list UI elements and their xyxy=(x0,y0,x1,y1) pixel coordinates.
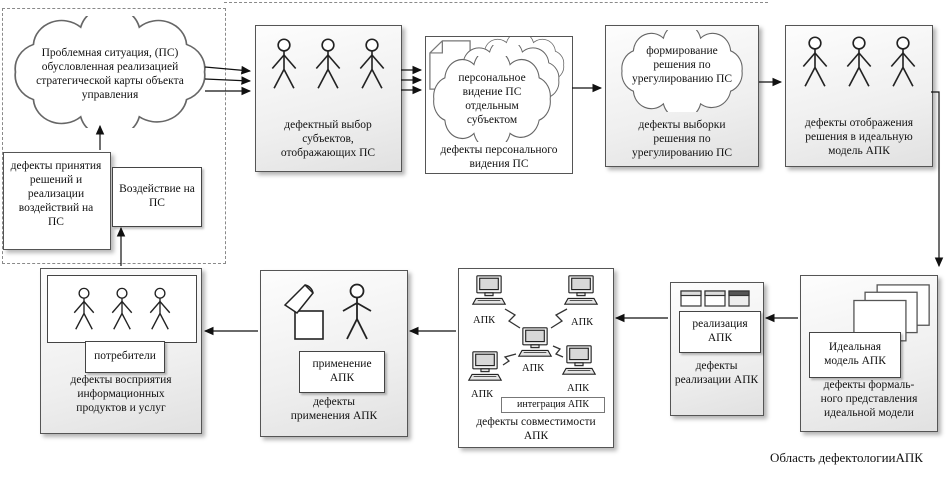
decision-defects-text: дефекты принятия решений и реализации во… xyxy=(10,160,102,229)
subject-selection-text: дефектный выбор субъектов, отображающих … xyxy=(280,119,376,160)
person-icon xyxy=(342,283,372,340)
application-icons xyxy=(283,283,372,340)
computer-icon xyxy=(564,275,598,305)
computer-icon xyxy=(468,351,502,381)
person-icon xyxy=(797,34,833,90)
decision-region-border xyxy=(2,8,226,264)
apk-label: АПК xyxy=(567,383,590,394)
subject-selection-node: дефектный выбор субъектов, отображающих … xyxy=(255,25,402,172)
apk-label: АПК xyxy=(473,315,496,326)
implementation-label: реализация АПК xyxy=(679,311,761,353)
ideal-model-defects-text: дефекты формаль- ного представления идеа… xyxy=(805,378,933,420)
lightning-icon xyxy=(550,308,568,329)
megaphone-icon xyxy=(283,283,315,315)
personal-vision-defects-text: дефекты персонального видения ПС xyxy=(440,144,558,171)
ideal-model-label: Идеальная модель АПК xyxy=(809,332,901,378)
person-icon xyxy=(885,34,921,90)
problem-situation-text: Проблемная ситуация, (ПС) обусловленная … xyxy=(36,47,184,102)
implementation-defects-text: дефекты реализации АПК xyxy=(674,360,759,387)
person-icon xyxy=(145,284,175,334)
application-defects-text: дефекты применения АПК xyxy=(290,396,378,423)
person-icon xyxy=(69,284,99,334)
implementation-node: реализация АПК дефекты реализации АПК xyxy=(670,282,764,416)
computer-icon xyxy=(518,327,552,357)
impact-box: Воздействие на ПС xyxy=(112,167,202,227)
board-icon xyxy=(294,310,324,340)
computer-icon xyxy=(472,275,506,305)
integration-label: интеграция АПК xyxy=(501,397,605,413)
subjects-figures xyxy=(266,36,390,92)
mapping-figures xyxy=(797,34,921,90)
resolution-node: формирование решения по урегулированию П… xyxy=(605,25,759,167)
integration-diagram: АПК АПК АПК АПК АПК xyxy=(468,275,598,400)
personal-vision-text: персональное видение ПС отдельным субъек… xyxy=(458,72,526,127)
apk-label: АПК xyxy=(471,389,494,400)
apk-label: АПК xyxy=(571,317,594,328)
model-mapping-text: дефекты отображения решения в идеальную … xyxy=(804,117,914,158)
person-icon xyxy=(266,36,302,92)
problem-situation-node: Проблемная ситуация, (ПС) обусловленная … xyxy=(6,16,214,128)
computer-icon xyxy=(562,345,596,375)
lightning-icon xyxy=(504,308,521,329)
person-icon xyxy=(354,36,390,92)
consumers-node: потребители дефекты восприятия информаци… xyxy=(40,268,202,434)
region-label: Область дефектологииАПК xyxy=(770,450,923,465)
top-dashed-line xyxy=(224,2,768,3)
ideal-defects-line: ного представления xyxy=(820,393,918,406)
person-icon xyxy=(310,36,346,92)
ideal-defects-line: идеальной модели xyxy=(824,407,914,420)
ideal-defects-line: дефекты формаль- xyxy=(823,379,915,391)
consumers-figures xyxy=(67,284,177,334)
decision-defects-box: дефекты принятия решений и реализации во… xyxy=(3,152,111,250)
ideal-model-node: Идеальная модель АПК дефекты формаль- но… xyxy=(800,275,938,432)
integration-node: АПК АПК АПК АПК АПК интеграция АПК дефек… xyxy=(458,268,614,448)
resolution-defects-text: дефекты выборки решения по урегулировани… xyxy=(631,119,733,160)
person-icon xyxy=(841,34,877,90)
resolution-forming-text: формирование решения по урегулированию П… xyxy=(631,45,733,86)
consumers-label: потребители xyxy=(85,341,165,373)
apk-label: АПК xyxy=(522,363,545,374)
consumers-defects-text: дефекты восприятия информационных продук… xyxy=(70,374,172,415)
application-node: применение АПК дефекты применения АПК xyxy=(260,270,408,437)
person-icon xyxy=(107,284,137,334)
lightning-icon xyxy=(502,353,517,366)
personal-vision-node: персональное видение ПС отдельным субъек… xyxy=(425,36,573,174)
integration-defects-text: дефекты совместимости АПК xyxy=(476,416,596,443)
lightning-icon xyxy=(552,345,564,358)
application-label: применение АПК xyxy=(299,351,385,393)
windows-icon xyxy=(680,290,750,307)
model-mapping-node: дефекты отображения решения в идеальную … xyxy=(785,25,933,167)
consumers-figures-box xyxy=(47,275,197,343)
